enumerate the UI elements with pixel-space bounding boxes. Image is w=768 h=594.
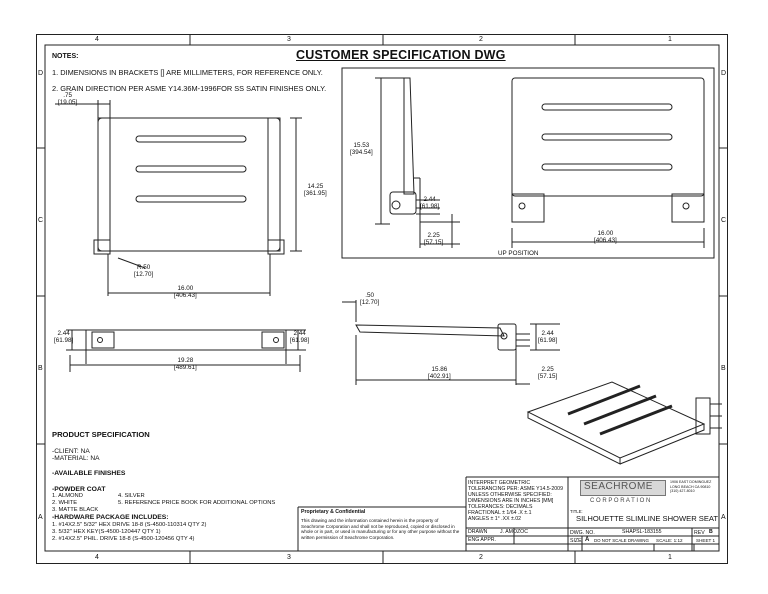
- scale-note: DO NOT SCALE DRAWING: [594, 538, 649, 543]
- zone-row-a-left: A: [38, 514, 43, 521]
- finish-item: 1. ALMOND: [52, 493, 83, 499]
- zone-row-c-right: C: [721, 217, 727, 224]
- powder-coat-heading: -POWDER COAT: [52, 486, 106, 493]
- hardware-heading: -HARDWARE PACKAGE INCLUDES:: [52, 514, 169, 521]
- finish-item: 4. SILVER: [118, 493, 145, 499]
- zone-row-a-right: A: [721, 514, 726, 521]
- rev-label: REV: [694, 530, 705, 536]
- title-label: TITLE:: [570, 509, 583, 514]
- dim-bracket-width: .75[19.05]: [58, 92, 78, 107]
- zone-col-2-top: 2: [479, 36, 483, 43]
- dim-right-side-height: 2.44[61.98]: [538, 330, 558, 345]
- rev-value: B: [709, 529, 713, 535]
- dim-side-depth: 15.86[402.91]: [428, 366, 451, 381]
- drawing-border: [36, 34, 728, 564]
- proprietary-heading: Proprietary & Confidential: [301, 509, 366, 515]
- zone-row-b-right: B: [721, 365, 726, 372]
- finish-item: 5. REFERENCE PRICE BOOK FOR ADDITIONAL O…: [118, 500, 276, 506]
- hardware-item: 3. 5/32" HEX KEY(S-4500-120447 QTY 1): [52, 529, 161, 535]
- dwg-no: SHAPSL-183155: [622, 529, 662, 535]
- zone-col-4-bottom: 4: [95, 554, 99, 561]
- zone-col-1-top: 1: [668, 36, 672, 43]
- product-spec-heading: PRODUCT SPECIFICATION: [52, 430, 150, 439]
- tolerance-line: TOLERANCES: DECIMALS: [468, 504, 533, 510]
- tolerance-line: DIMENSIONS ARE IN INCHES [MM]: [468, 498, 554, 504]
- spec-client: -CLIENT: NA: [52, 448, 90, 455]
- spec-material: -MATERIAL: NA: [52, 455, 100, 462]
- zone-row-c-left: C: [38, 217, 44, 224]
- dim-top-width: 19.28[489.61]: [174, 357, 197, 372]
- dim-radius: R.50[12.70]: [134, 264, 154, 279]
- zone-col-4-top: 4: [95, 36, 99, 43]
- dim-bracket-height: 2.44[61.98]: [420, 196, 440, 211]
- note-2: 2. GRAIN DIRECTION PER ASME Y14.36M-1996…: [52, 84, 327, 93]
- finishes-heading: -AVAILABLE FINISHES: [52, 470, 126, 477]
- company-address: 1906 EAST DOMINGUEZ LONG BEACH CA 90810 …: [670, 480, 712, 494]
- dim-side-height: 15.53[394.54]: [350, 142, 373, 157]
- dim-thickness: .50[12.70]: [360, 292, 380, 307]
- part-title: SILHOUETTE SLIMLINE SHOWER SEAT: [576, 514, 719, 523]
- dim-right-side-depth: 2.25[57.15]: [538, 366, 558, 381]
- hardware-item: 1. #14X2.5" 5/32" HEX DRIVE 18-8 (S-4500…: [52, 522, 207, 528]
- tolerance-line: UNLESS OTHERWISE SPECIFIED:: [468, 492, 552, 498]
- zone-col-1-bottom: 1: [668, 554, 672, 561]
- dim-height: 14.25[361.95]: [304, 183, 327, 198]
- notes-heading: NOTES:: [52, 53, 79, 60]
- hardware-item: 2. #14X2.5" PHIL. DRIVE 18-8 (S-4500-120…: [52, 536, 195, 542]
- zone-col-3-bottom: 3: [287, 554, 291, 561]
- dim-left-bracket: 2.44[61.98]: [54, 330, 74, 345]
- dim-front-width: 16.00[406.43]: [174, 285, 197, 300]
- finish-item: 2. WHITE: [52, 500, 78, 506]
- dwg-no-label: DWG. NO.: [570, 530, 595, 536]
- zone-col-3-top: 3: [287, 36, 291, 43]
- proprietary-body: This drawing and the information contain…: [301, 518, 460, 540]
- scale-value: SCALE: 1:12: [656, 538, 683, 543]
- tolerance-line: ANGLES ± 1° .XX ±.02: [468, 516, 522, 522]
- eng-appr-label: ENG APPR.: [468, 537, 496, 543]
- dim-right-bracket: 2.44[61.98]: [290, 330, 310, 345]
- size-value: A: [585, 537, 590, 543]
- company-logo-text: SEACHROME: [584, 481, 653, 492]
- company-corp-text: C O R P O R A T I O N: [590, 498, 651, 504]
- zone-row-d-right: D: [721, 70, 727, 77]
- note-1: 1. DIMENSIONS IN BRACKETS [] ARE MILLIME…: [52, 68, 323, 77]
- tolerance-line: FRACTIONAL ± 1/64 .X ±.1: [468, 510, 532, 516]
- zone-col-2-bottom: 2: [479, 554, 483, 561]
- finish-item: 3. MATTE BLACK: [52, 507, 99, 513]
- drawn-label: DRAWN: [468, 529, 488, 535]
- drawn-by: J. AMOZOC: [500, 529, 528, 535]
- dim-bracket-depth: 2.25[57.15]: [424, 232, 444, 247]
- up-position-label: UP POSITION: [498, 250, 539, 257]
- company-logo: [580, 480, 666, 496]
- tolerance-line: TOLERANCING PER: ASME Y14.5-2009: [468, 486, 563, 492]
- drawing-title: CUSTOMER SPECIFICATION DWG: [296, 48, 506, 62]
- zone-row-d-left: D: [38, 70, 44, 77]
- size-label: SIZE: [570, 538, 582, 544]
- zone-row-b-left: B: [38, 365, 43, 372]
- dim-up-width: 16.00[406.43]: [594, 230, 617, 245]
- tolerance-line: INTERPRET GEOMETRIC: [468, 480, 531, 486]
- sheet-value: SHEET 1: [696, 538, 716, 543]
